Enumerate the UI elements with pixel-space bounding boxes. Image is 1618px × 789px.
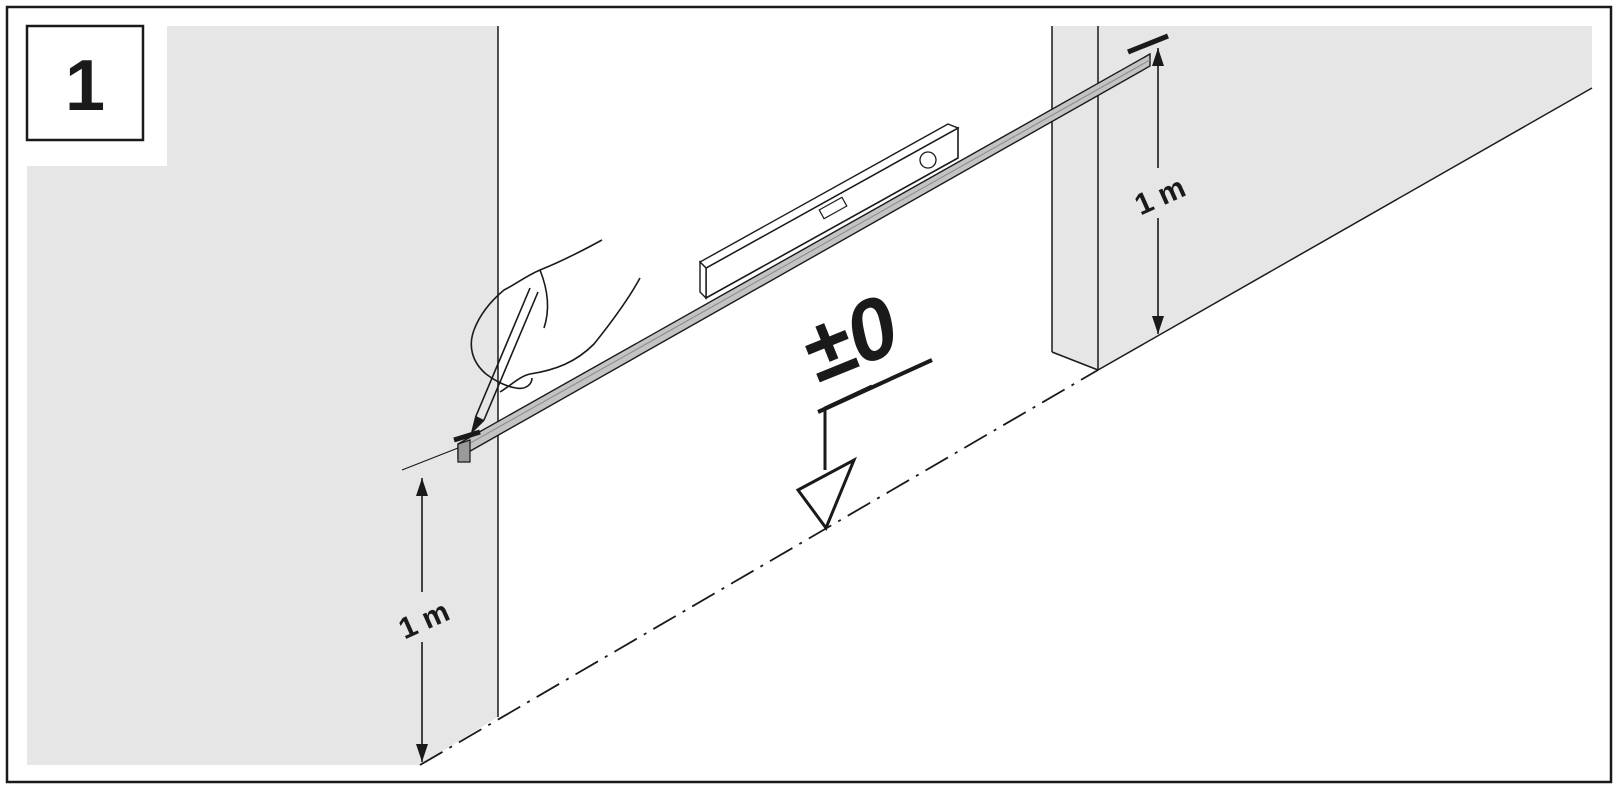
- floor-reference-line: [419, 369, 1099, 766]
- rail-end-mark-left: [453, 429, 481, 443]
- pencil: [475, 287, 531, 417]
- level-reference-leader: [823, 384, 873, 470]
- right-wall: [1052, 26, 1592, 370]
- right-dimension: [1130, 48, 1186, 334]
- rail-end-mark-right: [1127, 33, 1169, 55]
- level-reference-triangle: [795, 456, 857, 532]
- right-wall-base-edge: [1051, 351, 1099, 371]
- right-wall-floor-line: [1097, 87, 1593, 371]
- level-vial-left: [818, 196, 848, 220]
- hand-with-pencil: [470, 239, 641, 435]
- level-vial-right: [919, 151, 937, 169]
- spirit-level: [698, 123, 960, 300]
- step-number: 1: [65, 46, 105, 126]
- left-wall: [27, 26, 498, 765]
- mounting-rail: [453, 33, 1169, 463]
- left-dimension: [392, 447, 459, 762]
- step-number-frame: [25, 24, 145, 142]
